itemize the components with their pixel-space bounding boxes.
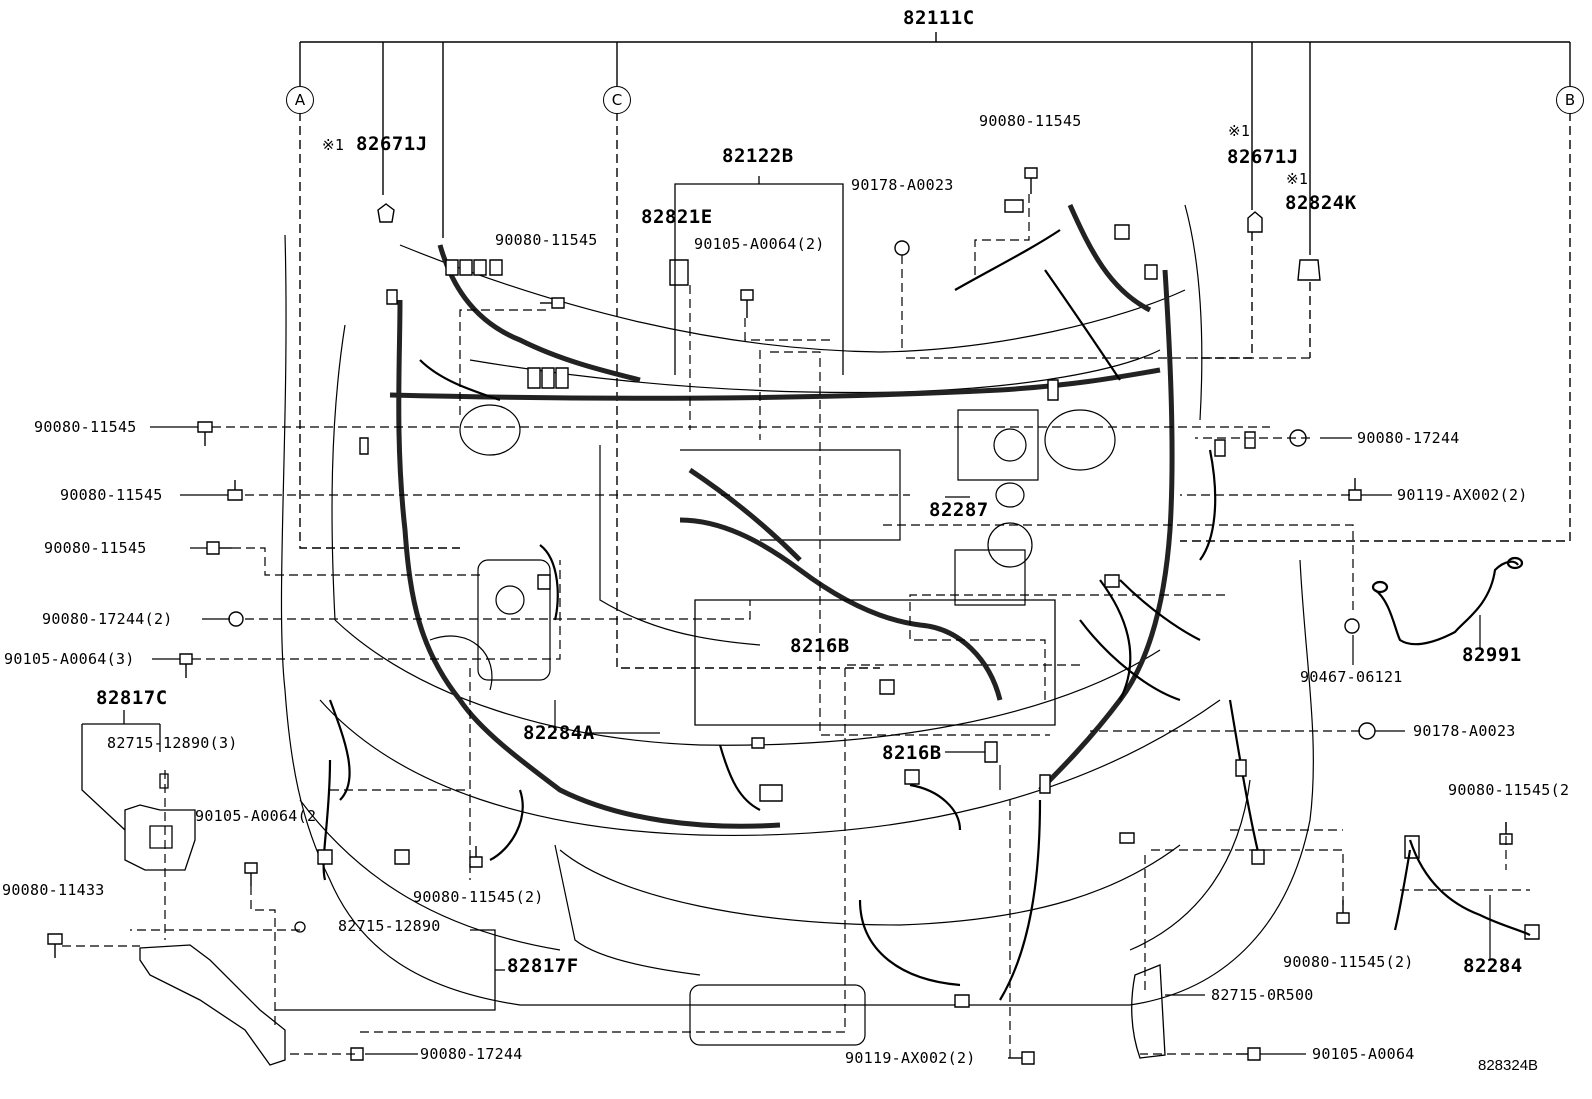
harness-trunk [390,205,1172,826]
label-82715-12890: 82715-12890 [338,917,441,935]
label-90080-11433: 90080-11433 [2,881,105,899]
label-82817C: 82817C [96,687,168,709]
label-90080-11545-left-3: 90080-11545 [44,539,147,557]
label-90080-11545-top: 90080-11545 [979,112,1082,130]
label-82122B: 82122B [722,145,794,167]
label-90119-AX002-2-bottom: 90119-AX002(2) [845,1049,976,1067]
label-90467-06121: 90467-06121 [1300,668,1403,686]
label-82991: 82991 [1462,644,1522,666]
bracket-82817F [140,922,505,1065]
label-90105-A0064-bottom: 90105-A0064 [1312,1045,1415,1063]
label-90080-11545-left-2: 90080-11545 [60,486,163,504]
misc-leaders [150,427,1405,1054]
harness-thin [324,230,1260,1000]
label-90080-17244-bottom: 90080-17244 [420,1045,523,1063]
label-8216B-center: 8216B [790,635,850,657]
label-8216B-lower: 8216B [882,742,942,764]
part-82991 [1373,558,1522,650]
callout-c: C [603,86,631,114]
label-90080-11545-2-lowright: 90080-11545(2) [1283,953,1414,971]
label-82715-0R500: 82715-0R500 [1211,986,1314,1004]
label-90105-A0064-2-top: 90105-A0064(2) [694,235,825,253]
label-90105-A0064-3: 90105-A0064(3) [4,650,135,668]
label-82824K: 82824K [1285,192,1357,214]
clips [229,204,1375,739]
label-82671J-right: 82671J [1227,146,1299,168]
label-90080-11545-2-mid: 90080-11545(2) [413,888,544,906]
reference-code: 828324B [1478,1057,1539,1074]
label-82715-12890-3: 82715-12890(3) [107,734,238,752]
label-90178-A0023-top: 90178-A0023 [851,176,954,194]
label-82111C: 82111C [903,7,975,29]
label-90080-17244-2-left: 90080-17244(2) [42,610,173,628]
note-mark-left: ※1 [322,136,345,154]
label-90178-A0023-right: 90178-A0023 [1413,722,1516,740]
label-82287: 82287 [929,499,989,521]
car-body-outline [281,205,1313,1045]
callout-b: B [1556,86,1584,114]
top-bracket [300,32,1570,255]
label-90105-A0064-2-mid: 90105-A0064(2 [195,807,317,825]
part-82715-0R500 [1132,965,1205,1058]
label-90080-11545-2-right: 90080-11545(2 [1448,781,1570,799]
bracket-82817C [82,710,195,870]
leader-8216B [945,497,1000,790]
label-82284A: 82284A [523,722,595,744]
connectors [318,200,1264,1007]
bracket-82122B [675,176,1055,725]
part-82284 [1395,836,1539,960]
note-mark-right-2: ※1 [1286,170,1309,188]
label-90080-17244-right: 90080-17244 [1357,429,1460,447]
label-90119-AX002-2-right: 90119-AX002(2) [1397,486,1528,504]
note-mark-right-1: ※1 [1228,122,1251,140]
dashed-leaders [62,194,1530,1058]
label-82284: 82284 [1463,955,1523,977]
label-82821E: 82821E [641,206,713,228]
label-82671J-left: 82671J [356,133,428,155]
callout-a: A [286,86,314,114]
label-82817F: 82817F [507,955,579,977]
label-90080-11545-left-1: 90080-11545 [34,418,137,436]
label-90080-11545-upper: 90080-11545 [495,231,598,249]
